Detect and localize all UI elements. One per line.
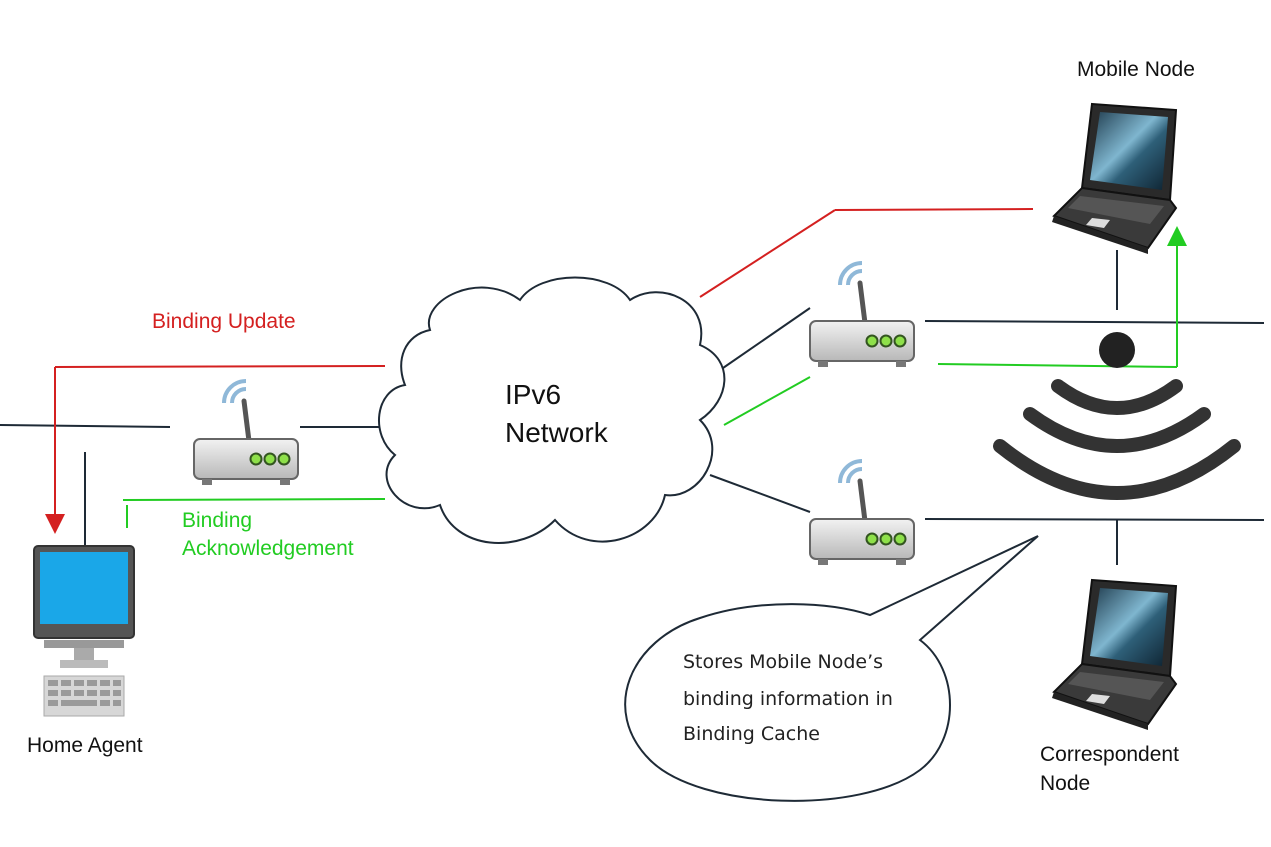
- correspondent-label-line1: Correspondent: [1040, 743, 1179, 766]
- bubble-text-line3: Binding Cache: [683, 723, 820, 745]
- binding-update-label: Binding Update: [152, 310, 296, 333]
- mobile-node-laptop-icon: [1051, 103, 1177, 255]
- home-router-icon: [194, 381, 298, 485]
- binding-update-path: [45, 208, 1034, 534]
- network-links: [0, 250, 1265, 565]
- correspondent-node-laptop-icon: [1051, 579, 1177, 731]
- home-agent-label: Home Agent: [27, 734, 143, 757]
- speech-bubble-icon: [624, 535, 1039, 802]
- binding-ack-label-line1: Binding: [182, 509, 252, 532]
- router-lower-icon: [810, 461, 914, 565]
- cloud-label-line1: IPv6: [505, 379, 561, 410]
- cloud-label-line2: Network: [505, 417, 609, 448]
- binding-ack-path: [122, 226, 1187, 528]
- desktop-computer-icon: [33, 545, 135, 717]
- bubble-text-line2: binding information in: [683, 688, 893, 710]
- router-upper-icon: [810, 263, 914, 367]
- access-point-icon: [993, 332, 1241, 500]
- cloud-icon: [378, 276, 726, 544]
- correspondent-label-line2: Node: [1040, 772, 1090, 795]
- binding-ack-label-line2: Acknowledgement: [182, 537, 354, 560]
- mobile-node-label: Mobile Node: [1077, 58, 1195, 81]
- bubble-text-line1: Stores Mobile Node’s: [683, 651, 883, 673]
